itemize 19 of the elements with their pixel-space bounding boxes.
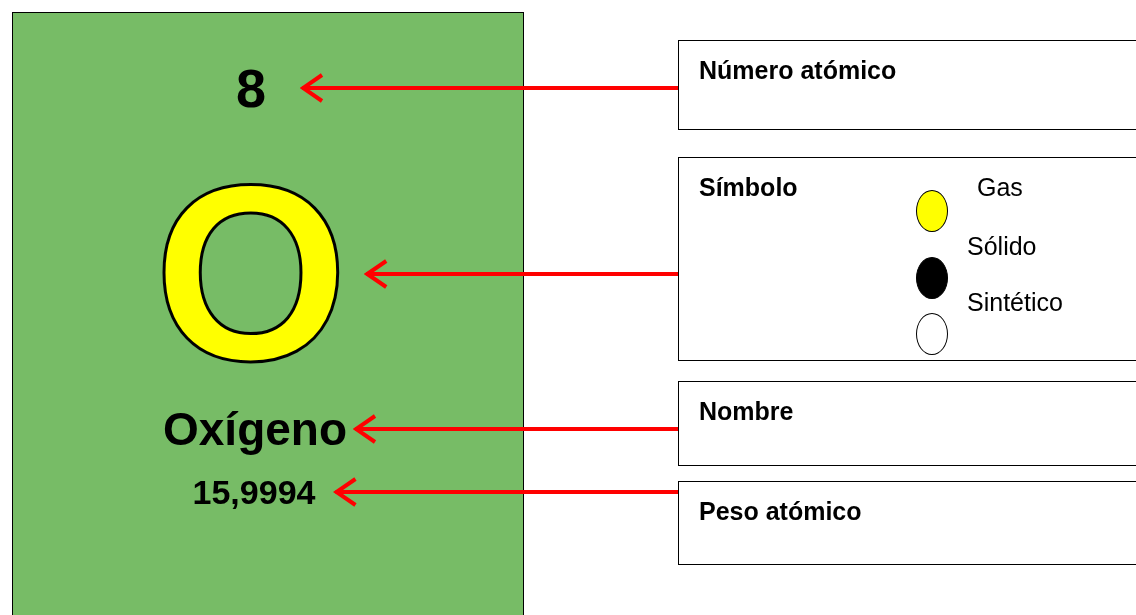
arrow [334,477,678,507]
element-text: 15,9994 [172,475,336,509]
element-symbol: O [135,149,367,399]
element-card [12,12,524,615]
element-text: 8 [200,61,302,115]
label-box [678,381,1136,466]
arrow [354,414,678,444]
box-heading: Símbolo [699,173,798,202]
arrow [301,73,678,103]
box-heading: Nombre [699,397,794,426]
legend-text: Sintético [967,288,1063,317]
box-heading: Peso atómico [699,497,862,526]
label-box [678,40,1136,130]
legend-text: Sólido [967,232,1037,261]
label-box [678,481,1136,565]
box-heading: Número atómico [699,56,897,85]
arrow [365,259,678,289]
legend-text: Gas [977,173,1023,202]
label-box [678,157,1136,361]
